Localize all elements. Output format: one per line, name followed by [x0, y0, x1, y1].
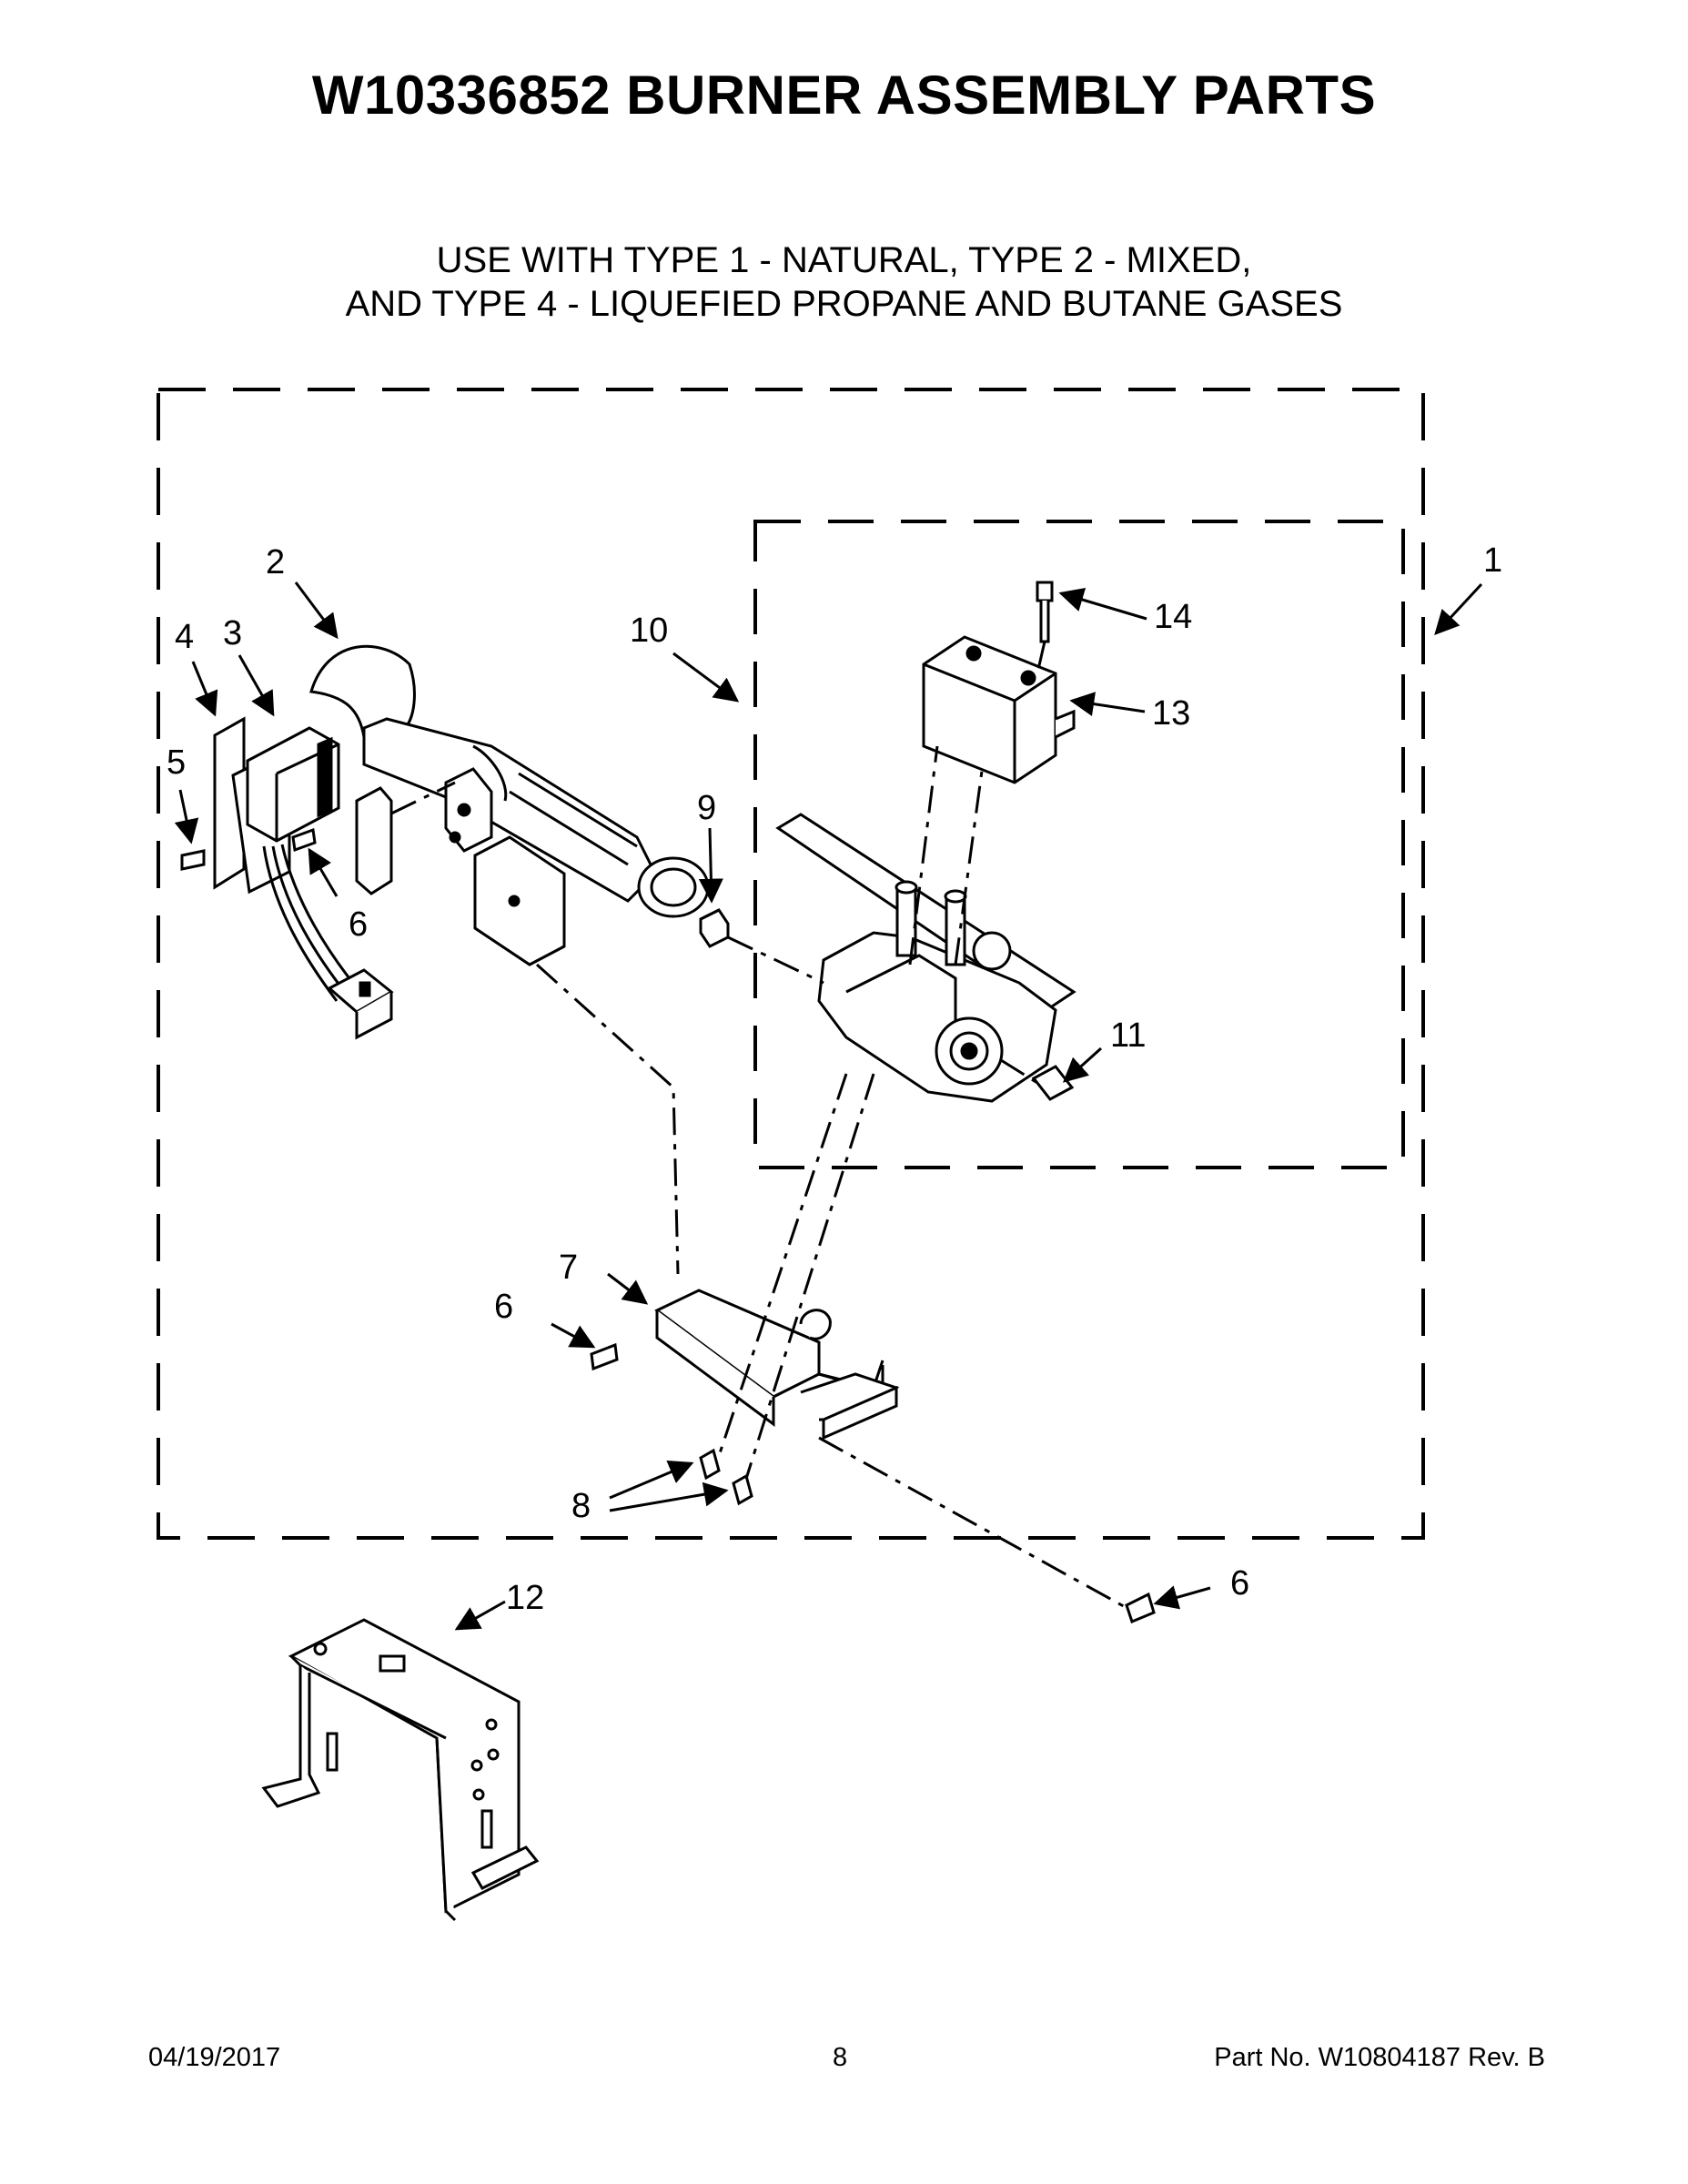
callout-12: 12 [506, 1579, 544, 1617]
callout-8: 8 [571, 1487, 591, 1525]
burner-tube-part-2 [309, 644, 710, 918]
callout-1: 1 [1483, 541, 1502, 580]
callout-6-left: 6 [349, 905, 368, 944]
page-title: W10336852 BURNER ASSEMBLY PARTS [311, 65, 1377, 126]
callout-5: 5 [167, 743, 186, 782]
orifice-part-9 [699, 908, 730, 948]
callout-leaders [174, 581, 1483, 1631]
subtitle-line-1: USE WITH TYPE 1 - NATURAL, TYPE 2 - MIXE… [436, 240, 1252, 280]
mounting-bracket-part-12 [261, 1618, 540, 1922]
callout-6-right: 6 [1230, 1564, 1249, 1603]
connector-part-11 [1031, 1065, 1075, 1101]
gas-valve-part-10 [775, 813, 1076, 1103]
callout-2: 2 [266, 543, 285, 581]
igniter-part-3 [246, 726, 393, 895]
screws [180, 827, 1156, 1624]
callout-9: 9 [697, 789, 716, 827]
callout-7: 7 [559, 1249, 578, 1287]
callout-11: 11 [1110, 1016, 1146, 1055]
callout-4: 4 [175, 618, 194, 656]
screw-part-14 [1036, 581, 1054, 643]
igniter-wire-harness [262, 844, 394, 1040]
callout-3: 3 [223, 614, 242, 652]
callout-6-middle: 6 [494, 1288, 513, 1326]
footer-part-number: Part No. W10804187 Rev. B [1214, 2043, 1545, 2072]
callout-10: 10 [630, 612, 668, 650]
lower-bracket-part-7 [654, 1289, 900, 1441]
footer-page-number: 8 [833, 2043, 848, 2072]
subtitle-line-2: AND TYPE 4 - LIQUEFIED PROPANE AND BUTAN… [345, 284, 1343, 324]
callout-13: 13 [1152, 694, 1190, 733]
callout-14: 14 [1154, 598, 1192, 636]
coil-part-13 [922, 635, 1076, 784]
alignment-lines [390, 641, 1129, 1611]
inner-subassembly-boundary [753, 520, 1405, 1169]
footer-date: 04/19/2017 [148, 2043, 281, 2072]
outer-assembly-boundary [157, 388, 1425, 1540]
bracket-plate [473, 835, 566, 966]
